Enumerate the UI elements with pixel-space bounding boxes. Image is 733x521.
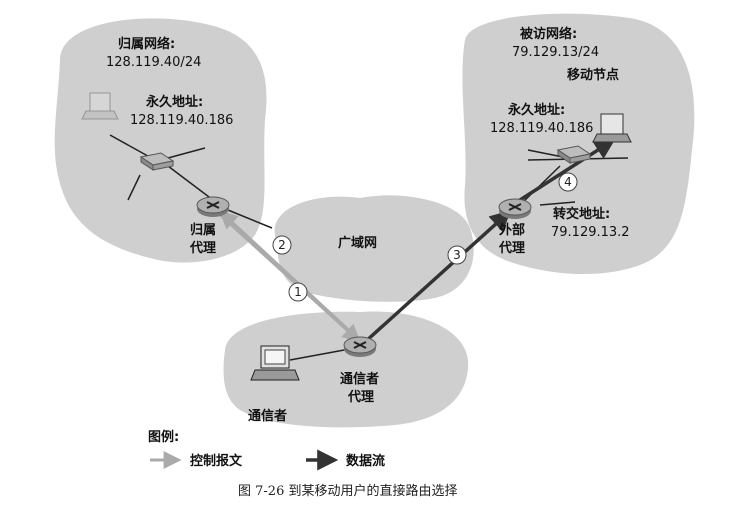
wan-cloud <box>274 195 474 302</box>
home-network-subnet: 128.119.40/24 <box>106 55 201 70</box>
mobile-node-label: 移动节点 <box>567 67 619 83</box>
home-perm-label: 永久地址: <box>145 94 203 110</box>
home-perm-address: 128.119.40.186 <box>130 113 233 128</box>
home-agent-label-2: 代理 <box>189 240 216 256</box>
wan-label: 广域网 <box>338 235 377 251</box>
svg-text:3: 3 <box>453 248 461 262</box>
data-flow-path <box>363 138 616 344</box>
legend-title: 图例: <box>148 429 179 445</box>
legend-control-label: 控制报文 <box>190 453 243 469</box>
legend: 图例: 控制报文 数据流 <box>148 429 385 471</box>
coa-label: 转交地址: <box>553 206 610 222</box>
correspondent-agent-router <box>343 336 377 357</box>
laptop-icon <box>592 113 632 143</box>
correspondent-host-label: 通信者 <box>248 408 287 424</box>
correspondent-cloud <box>223 311 469 428</box>
visited-perm-address: 128.119.40.186 <box>490 121 593 136</box>
foreign-agent-label-1: 外部 <box>498 222 525 238</box>
step-marker-3: 3 <box>447 245 467 265</box>
visited-network-title: 被访网络: <box>519 26 577 42</box>
home-agent-router <box>196 196 230 217</box>
step-marker-1: 1 <box>288 282 308 302</box>
step-marker-4: 4 <box>558 172 578 192</box>
laptop-icon <box>81 92 119 120</box>
foreign-agent-router <box>498 198 532 219</box>
coa-address: 79.129.13.2 <box>551 225 630 240</box>
svg-text:4: 4 <box>564 175 572 189</box>
switch-icon <box>139 152 175 171</box>
svg-text:1: 1 <box>294 285 302 299</box>
control-message-path <box>213 208 361 343</box>
home-network-title: 归属网络: <box>118 36 175 52</box>
home-agent-label-1: 归属 <box>190 222 216 238</box>
figure-caption: 图 7-26 到某移动用户的直接路由选择 <box>238 483 457 499</box>
visited-network-subnet: 79.129.13/24 <box>512 45 599 60</box>
correspondent-agent-label-1: 通信者 <box>340 371 379 387</box>
visited-perm-label: 永久地址: <box>507 102 565 118</box>
step-marker-2: 2 <box>272 235 292 255</box>
correspondent-agent-label-2: 代理 <box>347 389 374 405</box>
desktop-computer-icon <box>250 345 300 381</box>
svg-text:2: 2 <box>278 238 286 252</box>
foreign-agent-label-2: 代理 <box>498 240 525 256</box>
legend-data-label: 数据流 <box>346 453 385 469</box>
switch-icon <box>556 145 592 164</box>
